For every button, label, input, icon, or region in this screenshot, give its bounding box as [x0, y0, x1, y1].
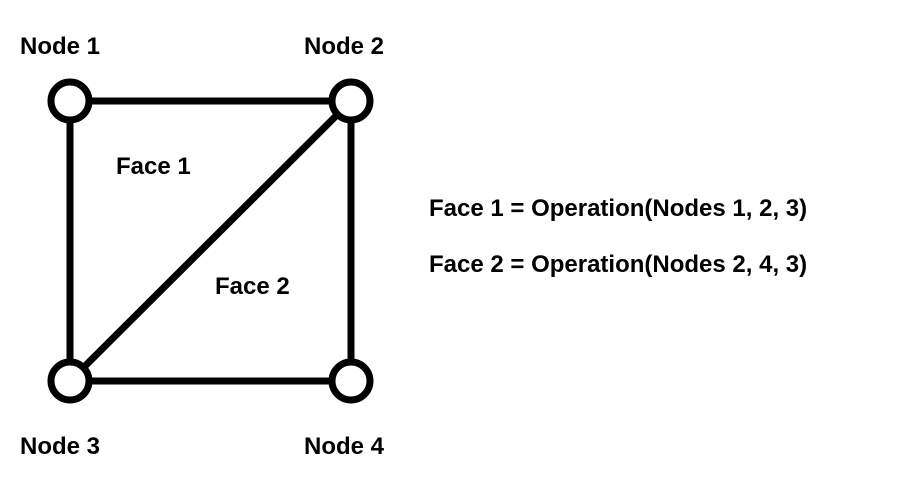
edge-node2-node3 — [66, 97, 355, 385]
node-4-label: Node 4 — [304, 433, 385, 460]
node-4-circle — [328, 358, 374, 404]
face-1-label: Face 1 — [116, 153, 191, 180]
node-3-circle — [47, 358, 93, 404]
node-3-label: Node 3 — [20, 433, 101, 460]
face-2-label: Face 2 — [215, 273, 290, 300]
node-2-circle — [328, 78, 374, 124]
face-1-equation: Face 1 = Operation(Nodes 1, 2, 3) — [429, 195, 808, 222]
node-1-circle — [47, 78, 93, 124]
node-2-label: Node 2 — [304, 33, 385, 60]
node-1-label: Node 1 — [20, 33, 101, 60]
face-2-equation: Face 2 = Operation(Nodes 2, 4, 3) — [429, 251, 808, 278]
